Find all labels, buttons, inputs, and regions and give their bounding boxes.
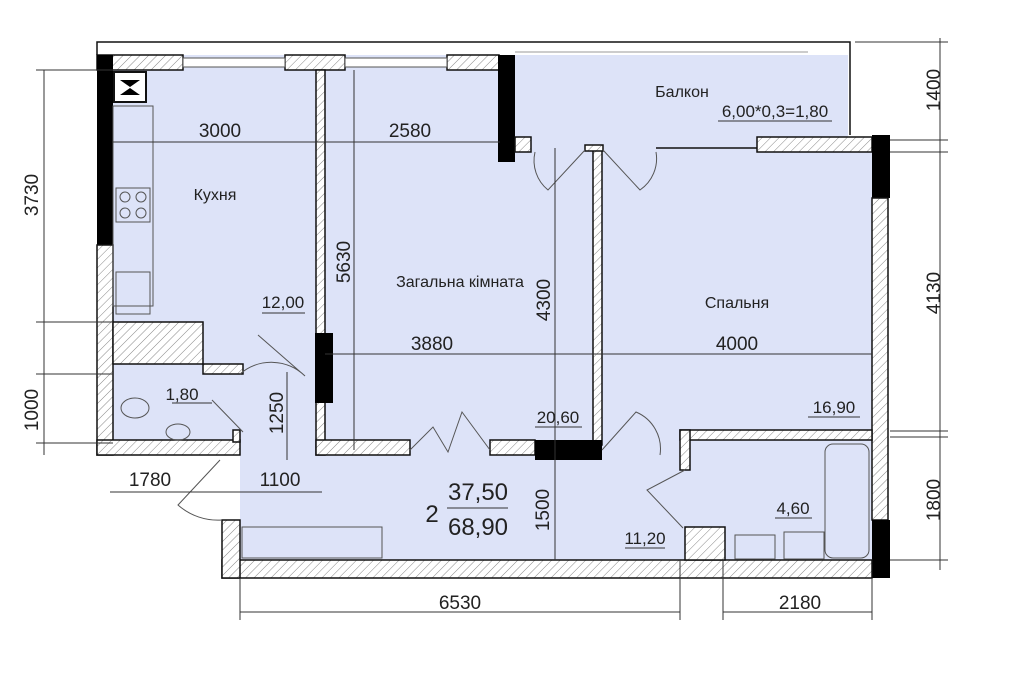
living-area-total: 37,50 bbox=[448, 479, 508, 506]
ventilation-icon bbox=[113, 71, 147, 103]
dim-bedroom-width: 4000 bbox=[716, 334, 758, 355]
dim-kitchen-width: 3000 bbox=[199, 121, 241, 142]
room-area-balcony: 6,00*0,3=1,80 bbox=[722, 102, 828, 121]
room-area-kitchen: 12,00 bbox=[262, 293, 305, 312]
dimension-lines bbox=[36, 38, 948, 620]
total-area: 68,90 bbox=[448, 514, 508, 541]
dim-hall-depth: 1500 bbox=[533, 489, 554, 531]
dim-bedroom-depth-inner: 4300 bbox=[534, 279, 555, 321]
toilet-icon bbox=[120, 397, 150, 419]
dim-living-width: 3880 bbox=[411, 334, 453, 355]
room-area-bathroom: 4,60 bbox=[776, 499, 809, 518]
dim-right-bath: 1800 bbox=[924, 479, 945, 521]
room-name-living: Загальна кімната bbox=[396, 274, 524, 291]
washbasin-icon bbox=[165, 423, 191, 441]
walls bbox=[96, 54, 890, 579]
sink-icon bbox=[115, 271, 151, 315]
dim-wc-width: 1780 bbox=[129, 470, 171, 491]
room-area-bedroom: 16,90 bbox=[813, 398, 856, 417]
wardrobe bbox=[241, 526, 383, 559]
room-area-wc: 1,80 bbox=[165, 385, 198, 404]
dim-bathroom-width: 2180 bbox=[779, 593, 821, 614]
room-area-living: 20,60 bbox=[537, 408, 580, 427]
dim-left-top: 3730 bbox=[22, 174, 43, 216]
balcony-outline bbox=[96, 41, 851, 135]
stove-icon bbox=[115, 187, 151, 223]
labels: 3000 2580 Кухня 12,00 5630 Загальна кімн… bbox=[22, 69, 945, 614]
dim-right-balcony: 1400 bbox=[924, 69, 945, 111]
room-name-balcony: Балкон bbox=[655, 84, 709, 101]
fixtures bbox=[112, 71, 870, 560]
dim-corridor-1250: 1250 bbox=[267, 392, 288, 434]
room-area-hall: 11,20 bbox=[624, 529, 665, 548]
dim-corridor-width: 1100 bbox=[260, 470, 301, 491]
room-name-kitchen: Кухня bbox=[194, 187, 237, 204]
dim-right-bedroom: 4130 bbox=[924, 272, 945, 314]
bathtub-icon bbox=[824, 443, 870, 559]
dim-left-bottom: 1000 bbox=[22, 389, 43, 431]
room-name-bedroom: Спальня bbox=[705, 295, 769, 312]
rooms-count: 2 bbox=[425, 501, 438, 528]
dim-living-width-top: 2580 bbox=[389, 121, 431, 142]
dim-living-depth: 5630 bbox=[334, 241, 355, 283]
dim-bottom-total: 6530 bbox=[439, 593, 481, 614]
